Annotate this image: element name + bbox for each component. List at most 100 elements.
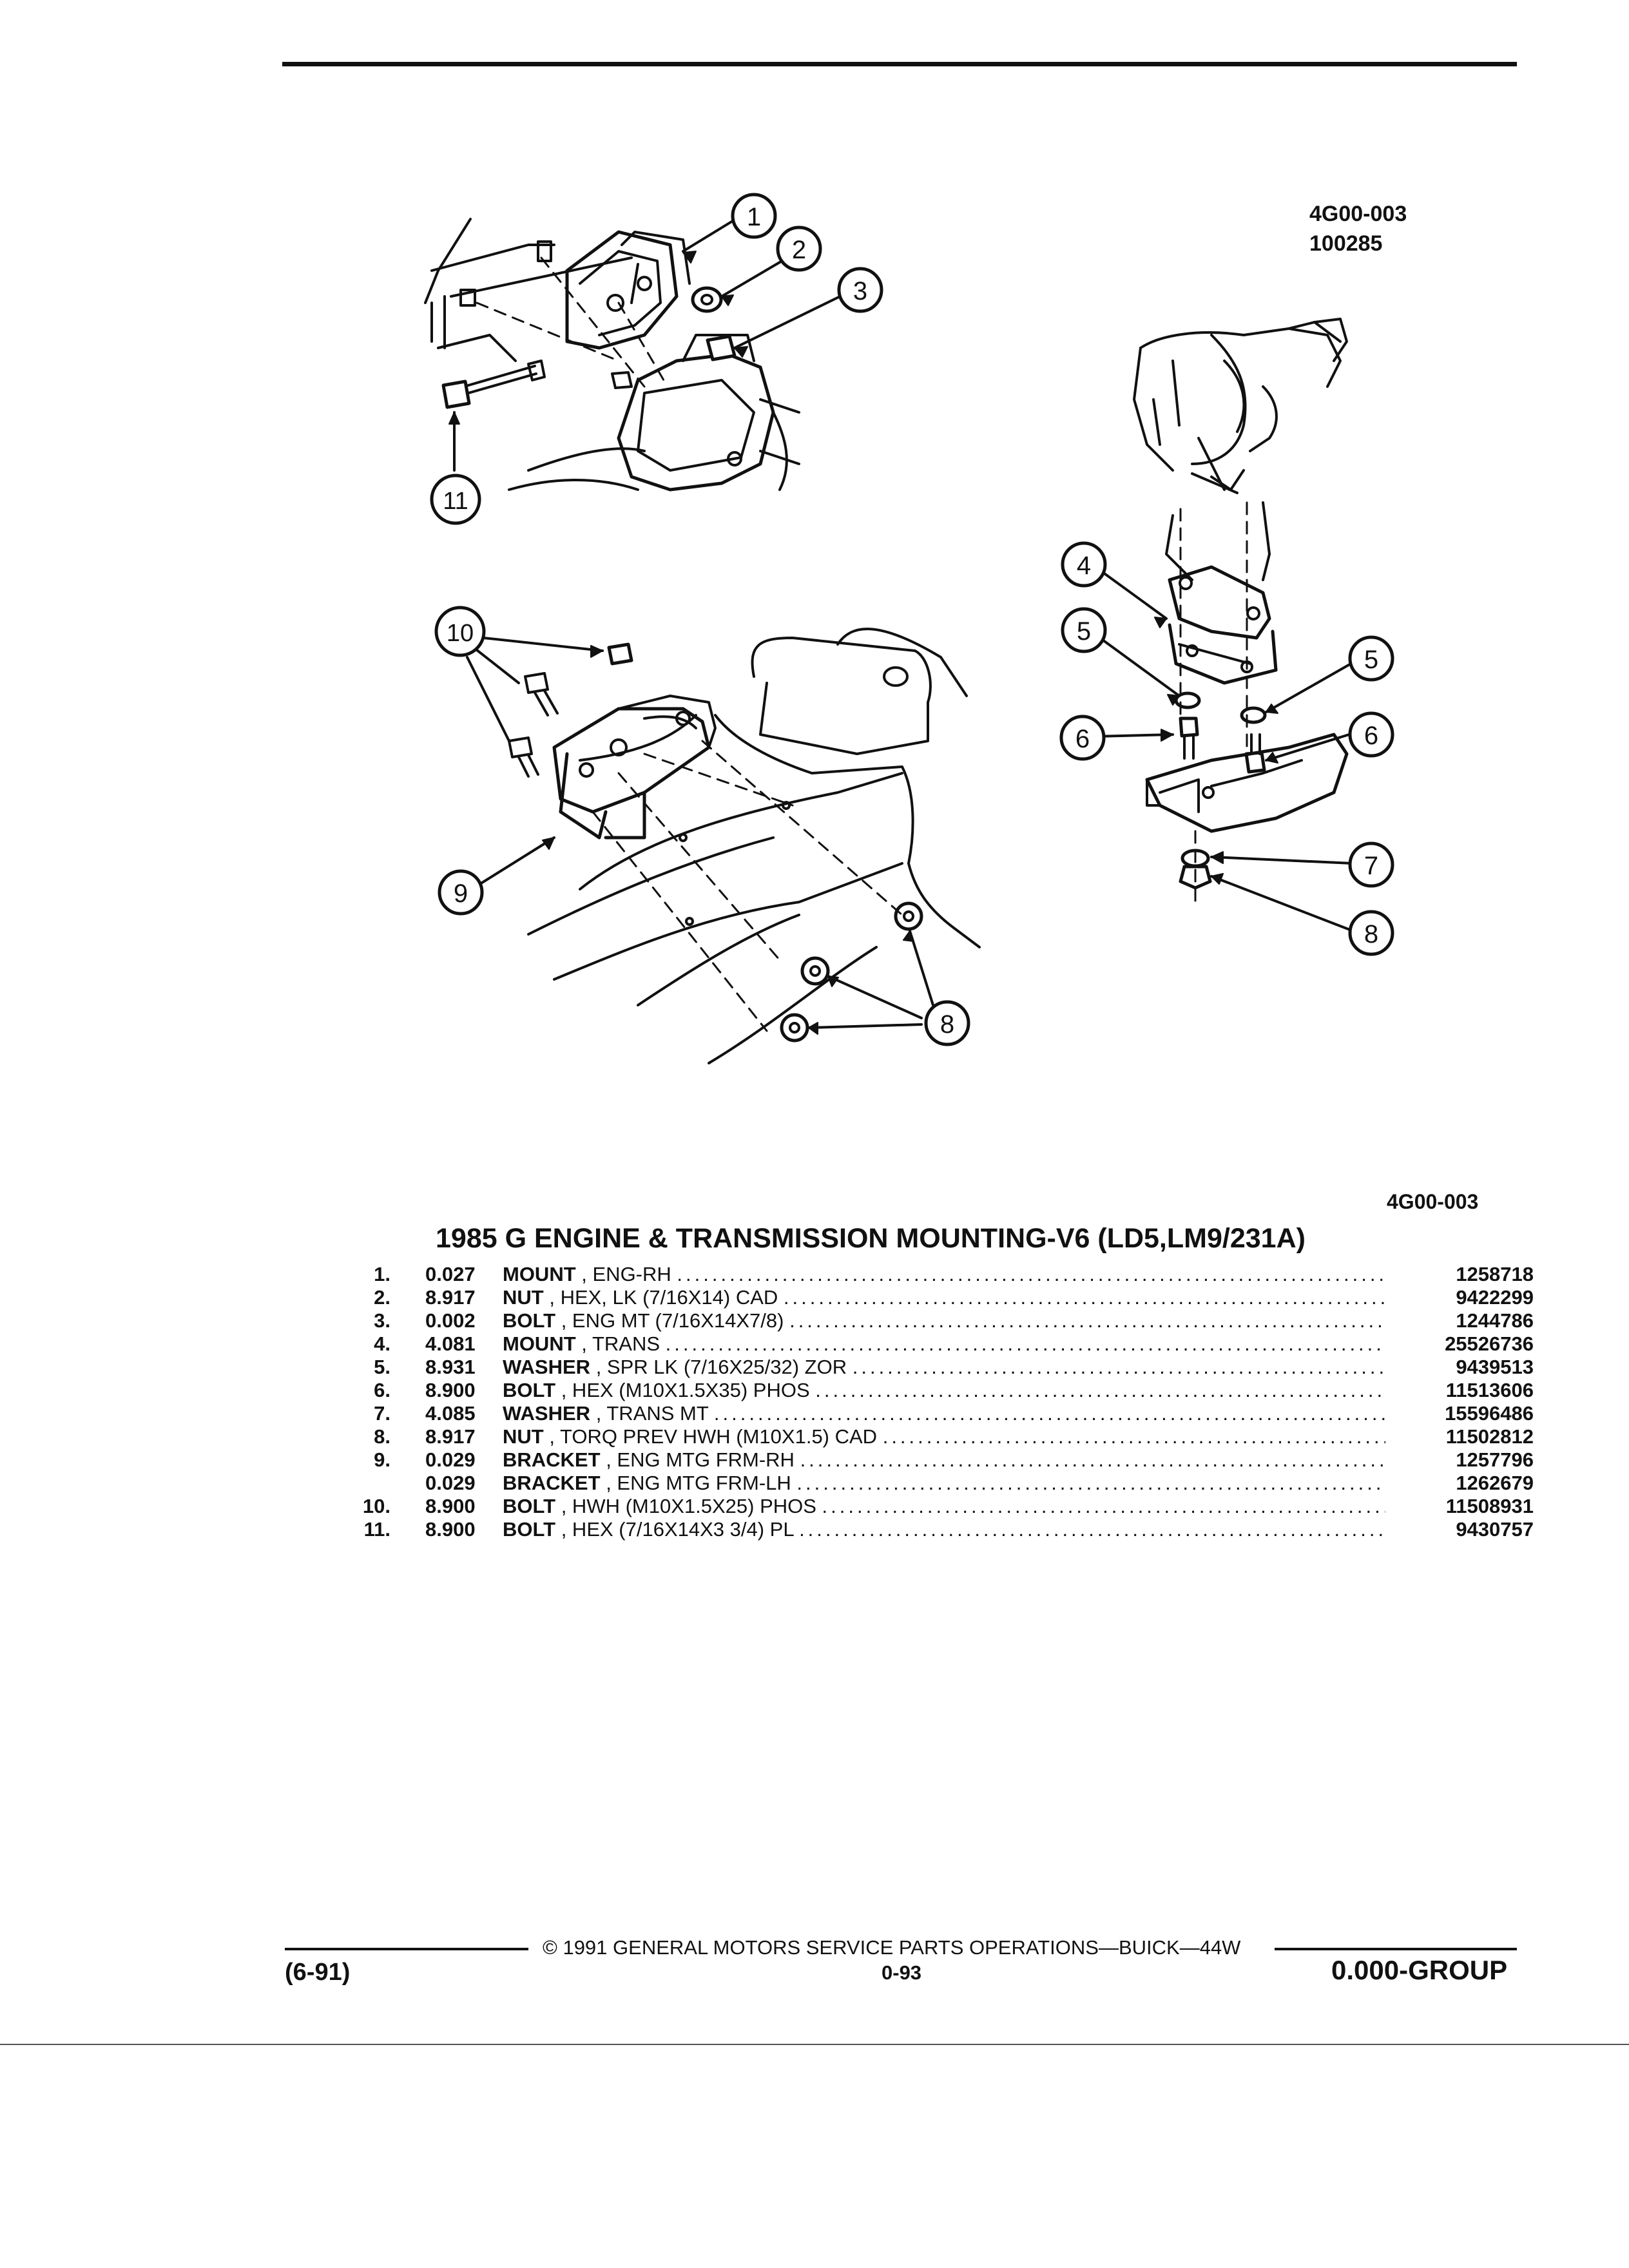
- callout-8-right: 8: [1348, 910, 1394, 956]
- part-detail: , HWH (M10X1.5X25) PHOS: [561, 1495, 816, 1517]
- item-number: 6.: [374, 1379, 390, 1401]
- part-number: 9422299: [1456, 1286, 1534, 1309]
- group-number: 8.900: [425, 1379, 476, 1401]
- svg-text:9: 9: [454, 879, 468, 908]
- footer-rule-left: [285, 1948, 528, 1950]
- svg-text:7: 7: [1364, 852, 1378, 880]
- part-name: BOLT: [503, 1379, 556, 1401]
- part-name: BOLT: [503, 1518, 556, 1541]
- part-name: WASHER: [503, 1402, 591, 1425]
- callout-7: 7: [1348, 841, 1394, 888]
- part-row: 11. 8.900 BOLT , HEX (7/16X14X3 3/4) PL …: [342, 1518, 1534, 1541]
- page-number: 0-93: [882, 1961, 922, 1984]
- part-description: WASHER , SPR LK (7/16X25/32) ZOR .......…: [503, 1356, 1385, 1379]
- leader-dots: ........................................…: [800, 1448, 1385, 1471]
- part-row: 1. 0.027 MOUNT , ENG-RH ................…: [342, 1263, 1534, 1286]
- svg-text:1: 1: [747, 203, 761, 231]
- callout-5-right: 5: [1348, 635, 1394, 682]
- callout-3: 3: [837, 267, 883, 313]
- part-detail: , ENG MTG FRM-LH: [606, 1472, 791, 1494]
- callout-11: 11: [430, 474, 481, 525]
- leader-dots: ........................................…: [822, 1495, 1385, 1517]
- svg-text:4: 4: [1077, 552, 1091, 580]
- part-row: 5. 8.931 WASHER , SPR LK (7/16X25/32) ZO…: [342, 1356, 1534, 1379]
- date-code: (6-91): [285, 1959, 351, 1986]
- callout-5-left: 5: [1061, 607, 1107, 653]
- part-name: NUT: [503, 1425, 544, 1448]
- part-description: MOUNT , TRANS ..........................…: [503, 1332, 1385, 1356]
- part-number: 9439513: [1456, 1356, 1534, 1378]
- part-row: 6. 8.900 BOLT , HEX (M10X1.5X35) PHOS ..…: [342, 1379, 1534, 1402]
- transmission-mount-drawing: [1094, 318, 1354, 932]
- leader-dots: ........................................…: [882, 1425, 1385, 1448]
- part-row: 2. 8.917 NUT , HEX, LK (7/16X14) CAD ...…: [342, 1286, 1534, 1309]
- group-number: 0.029: [425, 1472, 476, 1494]
- part-detail: , ENG MTG FRM-RH: [606, 1448, 795, 1471]
- part-detail: , TRANS MT: [595, 1402, 709, 1425]
- leader-dots: ........................................…: [799, 1518, 1385, 1541]
- part-number: 11513606: [1445, 1379, 1534, 1401]
- figure-date: 100285: [1309, 231, 1383, 256]
- parts-list: 1. 0.027 MOUNT , ENG-RH ................…: [342, 1263, 1534, 1541]
- part-name: WASHER: [503, 1356, 591, 1378]
- part-description: BRACKET , ENG MTG FRM-RH ...............…: [503, 1448, 1385, 1472]
- part-detail: , HEX (M10X1.5X35) PHOS: [561, 1379, 810, 1401]
- part-description: MOUNT , ENG-RH .........................…: [503, 1263, 1385, 1286]
- part-row: 3. 0.002 BOLT , ENG MT (7/16X14X7/8) ...…: [342, 1309, 1534, 1332]
- svg-text:2: 2: [792, 236, 806, 264]
- part-number: 15596486: [1445, 1402, 1534, 1425]
- svg-text:3: 3: [853, 277, 867, 305]
- part-number: 1257796: [1456, 1448, 1534, 1471]
- item-number: 2.: [374, 1286, 390, 1309]
- part-number: 1244786: [1456, 1309, 1534, 1332]
- group-number: 8.900: [425, 1518, 476, 1541]
- leader-dots: ........................................…: [852, 1356, 1385, 1378]
- leader-dots: ........................................…: [783, 1286, 1385, 1309]
- part-description: NUT , TORQ PREV HWH (M10X1.5) CAD ......…: [503, 1425, 1385, 1448]
- callout-10: 10: [434, 606, 486, 657]
- svg-text:11: 11: [443, 488, 468, 515]
- part-detail: , HEX (7/16X14X3 3/4) PL: [561, 1518, 794, 1541]
- part-description: WASHER , TRANS MT ......................…: [503, 1402, 1385, 1425]
- part-row: 0.029 BRACKET , ENG MTG FRM-LH .........…: [342, 1472, 1534, 1495]
- part-name: MOUNT: [503, 1263, 576, 1285]
- part-description: NUT , HEX, LK (7/16X14) CAD ............…: [503, 1286, 1385, 1309]
- part-detail: , SPR LK (7/16X25/32) ZOR: [595, 1356, 847, 1378]
- svg-text:6: 6: [1364, 722, 1378, 750]
- part-description: BRACKET , ENG MTG FRM-LH ...............…: [503, 1472, 1385, 1495]
- part-description: BOLT , HEX (M10X1.5X35) PHOS ...........…: [503, 1379, 1385, 1402]
- part-name: BRACKET: [503, 1448, 601, 1471]
- copyright-line: © 1991 GENERAL MOTORS SERVICE PARTS OPER…: [543, 1936, 1241, 1959]
- svg-text:8: 8: [1364, 920, 1378, 948]
- scan-edge-line: [0, 2044, 1629, 2045]
- part-name: NUT: [503, 1286, 544, 1309]
- svg-text:5: 5: [1364, 646, 1378, 674]
- header-rule: [282, 62, 1517, 66]
- part-row: 10. 8.900 BOLT , HWH (M10X1.5X25) PHOS .…: [342, 1495, 1534, 1518]
- item-number: 9.: [374, 1448, 390, 1471]
- figure-ref: 4G00-003: [1309, 202, 1407, 226]
- group-number: 0.029: [425, 1448, 476, 1471]
- callout-6-right: 6: [1348, 711, 1394, 758]
- group-number: 4.085: [425, 1402, 476, 1425]
- part-number: 11508931: [1445, 1495, 1534, 1517]
- caption-ref: 4G00-003: [1387, 1190, 1479, 1213]
- callout-4: 4: [1061, 541, 1107, 588]
- part-row: 4. 4.081 MOUNT , TRANS .................…: [342, 1332, 1534, 1356]
- leader-dots: ........................................…: [713, 1402, 1385, 1425]
- part-description: BOLT , HEX (7/16X14X3 3/4) PL ..........…: [503, 1518, 1385, 1541]
- group-number: 8.917: [425, 1286, 476, 1309]
- part-number: 1262679: [1456, 1472, 1534, 1494]
- item-number: 5.: [374, 1356, 390, 1378]
- leader-dots: ........................................…: [815, 1379, 1385, 1401]
- part-detail: , ENG MT (7/16X14X7/8): [561, 1309, 784, 1332]
- svg-text:10: 10: [447, 620, 474, 647]
- part-number: 9430757: [1456, 1518, 1534, 1541]
- part-row: 8. 8.917 NUT , TORQ PREV HWH (M10X1.5) C…: [342, 1425, 1534, 1448]
- group-number: 8.931: [425, 1356, 476, 1378]
- group-number: 8.917: [425, 1425, 476, 1448]
- engine-frame-bracket-drawing: [466, 628, 981, 1064]
- item-number: 10.: [362, 1495, 390, 1517]
- part-name: BRACKET: [503, 1472, 601, 1494]
- part-detail: , TRANS: [581, 1332, 660, 1355]
